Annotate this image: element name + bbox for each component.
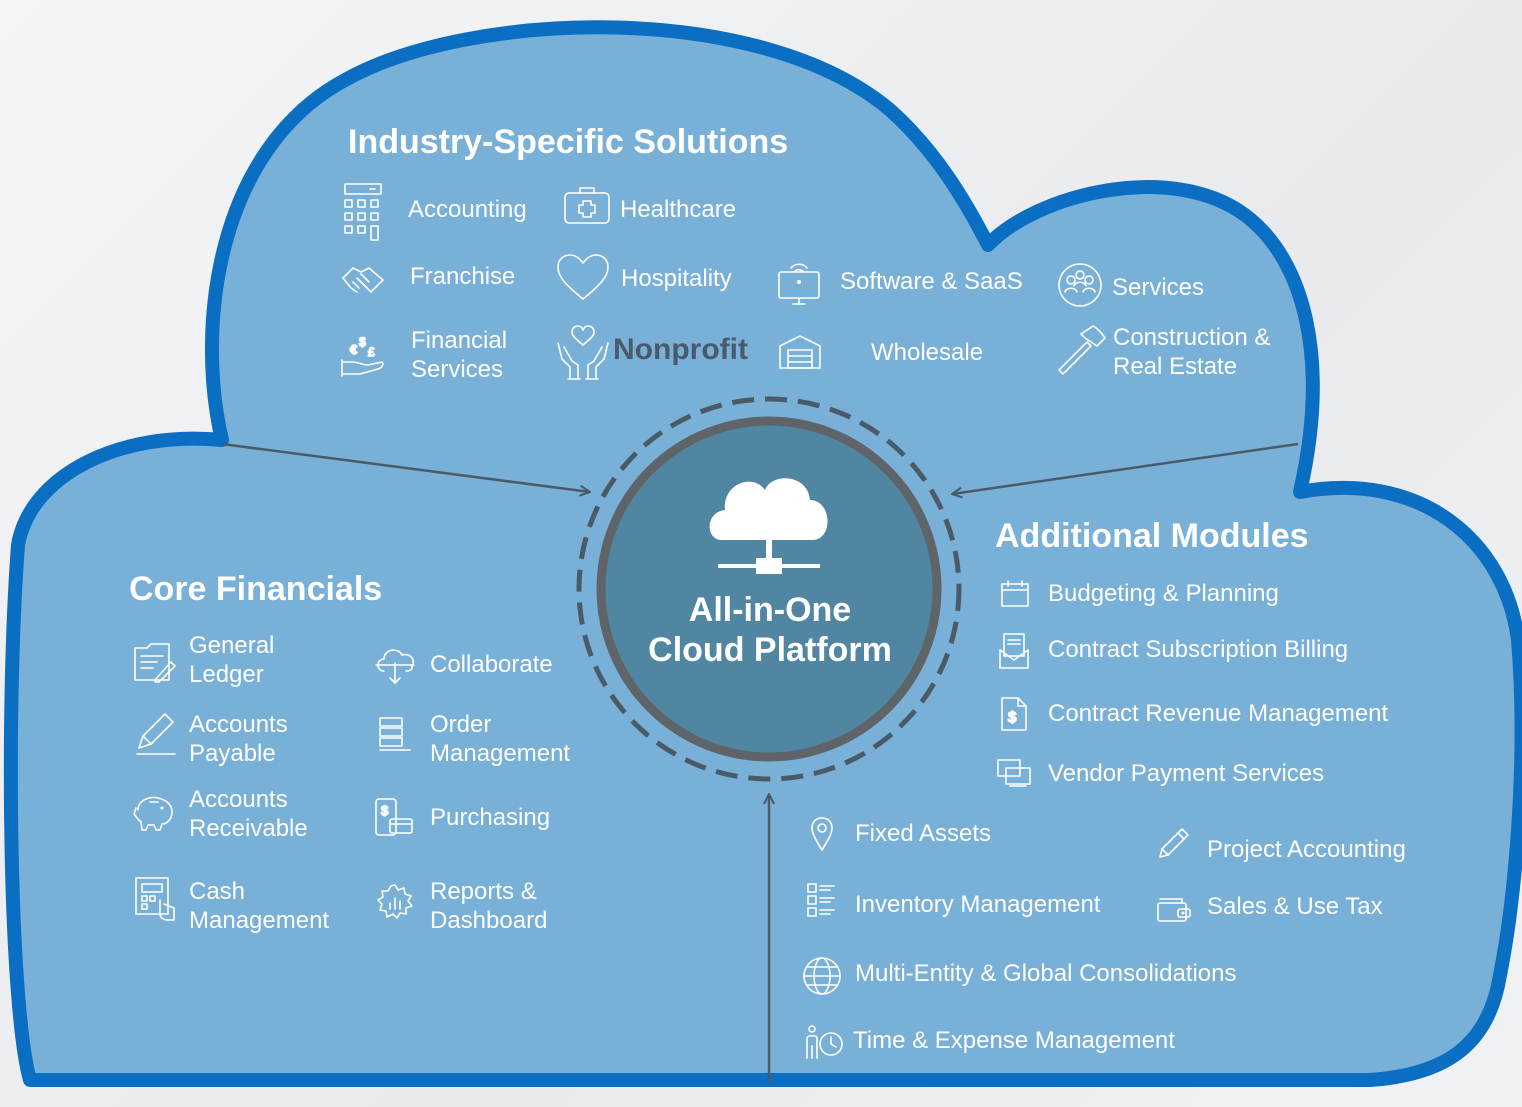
screens-icon bbox=[996, 758, 1032, 788]
module-inventory-label: Inventory Management bbox=[855, 891, 1101, 918]
dollar-document-icon: $ bbox=[1000, 696, 1028, 732]
monitor-wifi-icon bbox=[777, 260, 821, 306]
medical-kit-icon bbox=[563, 185, 611, 225]
heart-icon bbox=[556, 253, 610, 303]
hands-heart-icon bbox=[556, 325, 610, 381]
central-hub bbox=[576, 396, 962, 782]
people-group-icon bbox=[1057, 262, 1103, 308]
core-collaborate-label: Collaborate bbox=[430, 651, 553, 678]
arrow-from-core bbox=[221, 442, 590, 492]
person-clock-icon bbox=[804, 1024, 844, 1060]
envelope-document-icon bbox=[998, 632, 1030, 670]
hammer-icon bbox=[1057, 324, 1107, 375]
industry-franchise-label: Franchise bbox=[410, 263, 516, 290]
location-pin-icon bbox=[810, 816, 834, 852]
core-accounts-receivable-label: Accounts Receivable bbox=[189, 786, 308, 842]
cash-register-icon bbox=[134, 876, 176, 922]
module-subscription-billing-label: Contract Subscription Billing bbox=[1048, 636, 1349, 663]
checklist-icon bbox=[806, 882, 836, 918]
module-revenue-management-label: Contract Revenue Management bbox=[1048, 700, 1389, 727]
module-vendor-payment-label: Vendor Payment Services bbox=[1048, 760, 1325, 787]
module-budgeting-label: Budgeting & Planning bbox=[1048, 580, 1279, 607]
mobile-payment-icon: $ bbox=[374, 797, 414, 837]
warehouse-icon bbox=[778, 334, 822, 370]
currency-hand-icon: €$£ bbox=[340, 332, 386, 378]
calendar-icon bbox=[1000, 580, 1030, 608]
handshake-icon bbox=[341, 258, 385, 302]
modules-heading: Additional Modules bbox=[995, 517, 1309, 555]
module-multi-entity-label: Multi-Entity & Global Consolidations bbox=[855, 960, 1237, 987]
industry-healthcare-label: Healthcare bbox=[620, 196, 737, 223]
core-heading: Core Financials bbox=[129, 570, 383, 608]
industry-hospitality-label: Hospitality bbox=[621, 265, 732, 292]
arrow-from-industry bbox=[952, 442, 1299, 494]
core-reports-dashboard-label: Reports & Dashboard bbox=[430, 878, 548, 934]
industry-construction-label: Construction & Real Estate bbox=[1113, 324, 1271, 380]
globe-icon bbox=[802, 956, 842, 996]
industry-services-label: Services bbox=[1112, 274, 1205, 301]
platform-title: All-in-One Cloud Platform bbox=[648, 591, 892, 669]
core-order-management-label: Order Management bbox=[430, 711, 571, 767]
industry-financial-label: Financial Services bbox=[411, 327, 508, 383]
wallet-icon bbox=[1156, 893, 1192, 923]
pencil-icon bbox=[1156, 827, 1190, 861]
svg-text:$: $ bbox=[359, 335, 366, 349]
piggy-bank-icon bbox=[132, 792, 176, 832]
cloud-download-icon bbox=[374, 645, 416, 685]
ledger-icon bbox=[133, 640, 176, 684]
module-time-expense-label: Time & Expense Management bbox=[853, 1027, 1175, 1054]
flow-arrows bbox=[221, 442, 1299, 1082]
svg-text:£: £ bbox=[368, 345, 375, 359]
calculator-icon bbox=[342, 182, 386, 242]
svg-text:$: $ bbox=[381, 803, 389, 818]
gear-chart-icon bbox=[376, 883, 414, 921]
industry-accounting-label: Accounting bbox=[408, 196, 527, 223]
server-icon bbox=[378, 716, 412, 752]
core-purchasing-label: Purchasing bbox=[430, 804, 551, 831]
industry-nonprofit-label: Nonprofit bbox=[613, 333, 748, 366]
module-sales-tax-label: Sales & Use Tax bbox=[1207, 893, 1383, 920]
industry-wholesale-label: Wholesale bbox=[871, 339, 984, 366]
industry-software-label: Software & SaaS bbox=[840, 268, 1023, 295]
core-cash-management-label: Cash Management bbox=[189, 878, 330, 934]
svg-text:€: € bbox=[350, 342, 358, 357]
module-fixed-assets-label: Fixed Assets bbox=[855, 820, 992, 847]
core-accounts-payable-label: Accounts Payable bbox=[189, 711, 288, 767]
pen-icon bbox=[135, 712, 177, 756]
industry-heading: Industry-Specific Solutions bbox=[348, 123, 789, 161]
core-general-ledger-label: General Ledger bbox=[189, 632, 275, 688]
cloud-network-icon bbox=[709, 478, 828, 574]
svg-text:$: $ bbox=[1008, 709, 1017, 726]
module-project-accounting-label: Project Accounting bbox=[1207, 836, 1406, 863]
